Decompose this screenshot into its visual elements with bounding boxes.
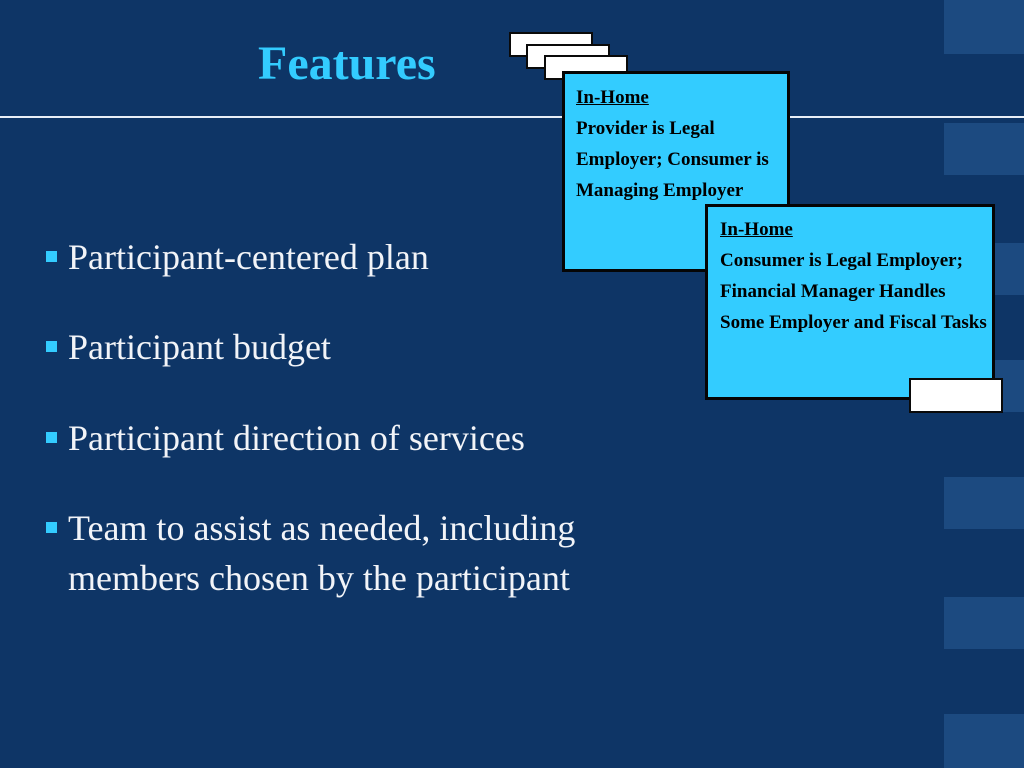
bullet-list: Participant-centered plan Participant bu…: [44, 232, 704, 643]
bullet-text: Participant budget: [68, 327, 331, 367]
decorative-stripe: [944, 0, 1024, 54]
bullet-text: Team to assist as needed, including memb…: [68, 508, 576, 598]
title-divider: [0, 116, 1024, 118]
decorative-stripe: [944, 597, 1024, 649]
callout-consumer-employer: In-Home Consumer is Legal Employer; Fina…: [705, 204, 995, 400]
paper-tab-icon: [909, 378, 1003, 413]
square-bullet-icon: [46, 432, 57, 443]
callout-body: Provider is Legal Employer; Consumer is …: [576, 118, 769, 201]
slide-title: Features: [258, 37, 436, 90]
bullet-text: Participant direction of services: [68, 418, 525, 458]
square-bullet-icon: [46, 341, 57, 352]
bullet-item: Participant budget: [44, 322, 704, 372]
square-bullet-icon: [46, 251, 57, 262]
bullet-item: Team to assist as needed, including memb…: [44, 503, 704, 603]
callout-body: Consumer is Legal Employer; Financial Ma…: [720, 250, 987, 333]
callout-heading: In-Home: [576, 87, 649, 108]
decorative-stripe: [944, 477, 1024, 529]
callout-heading: In-Home: [720, 219, 793, 240]
bullet-item: Participant direction of services: [44, 413, 704, 463]
square-bullet-icon: [46, 522, 57, 533]
bullet-item: Participant-centered plan: [44, 232, 704, 282]
decorative-stripe: [944, 123, 1024, 175]
bullet-text: Participant-centered plan: [68, 237, 429, 277]
decorative-stripe: [944, 714, 1024, 768]
